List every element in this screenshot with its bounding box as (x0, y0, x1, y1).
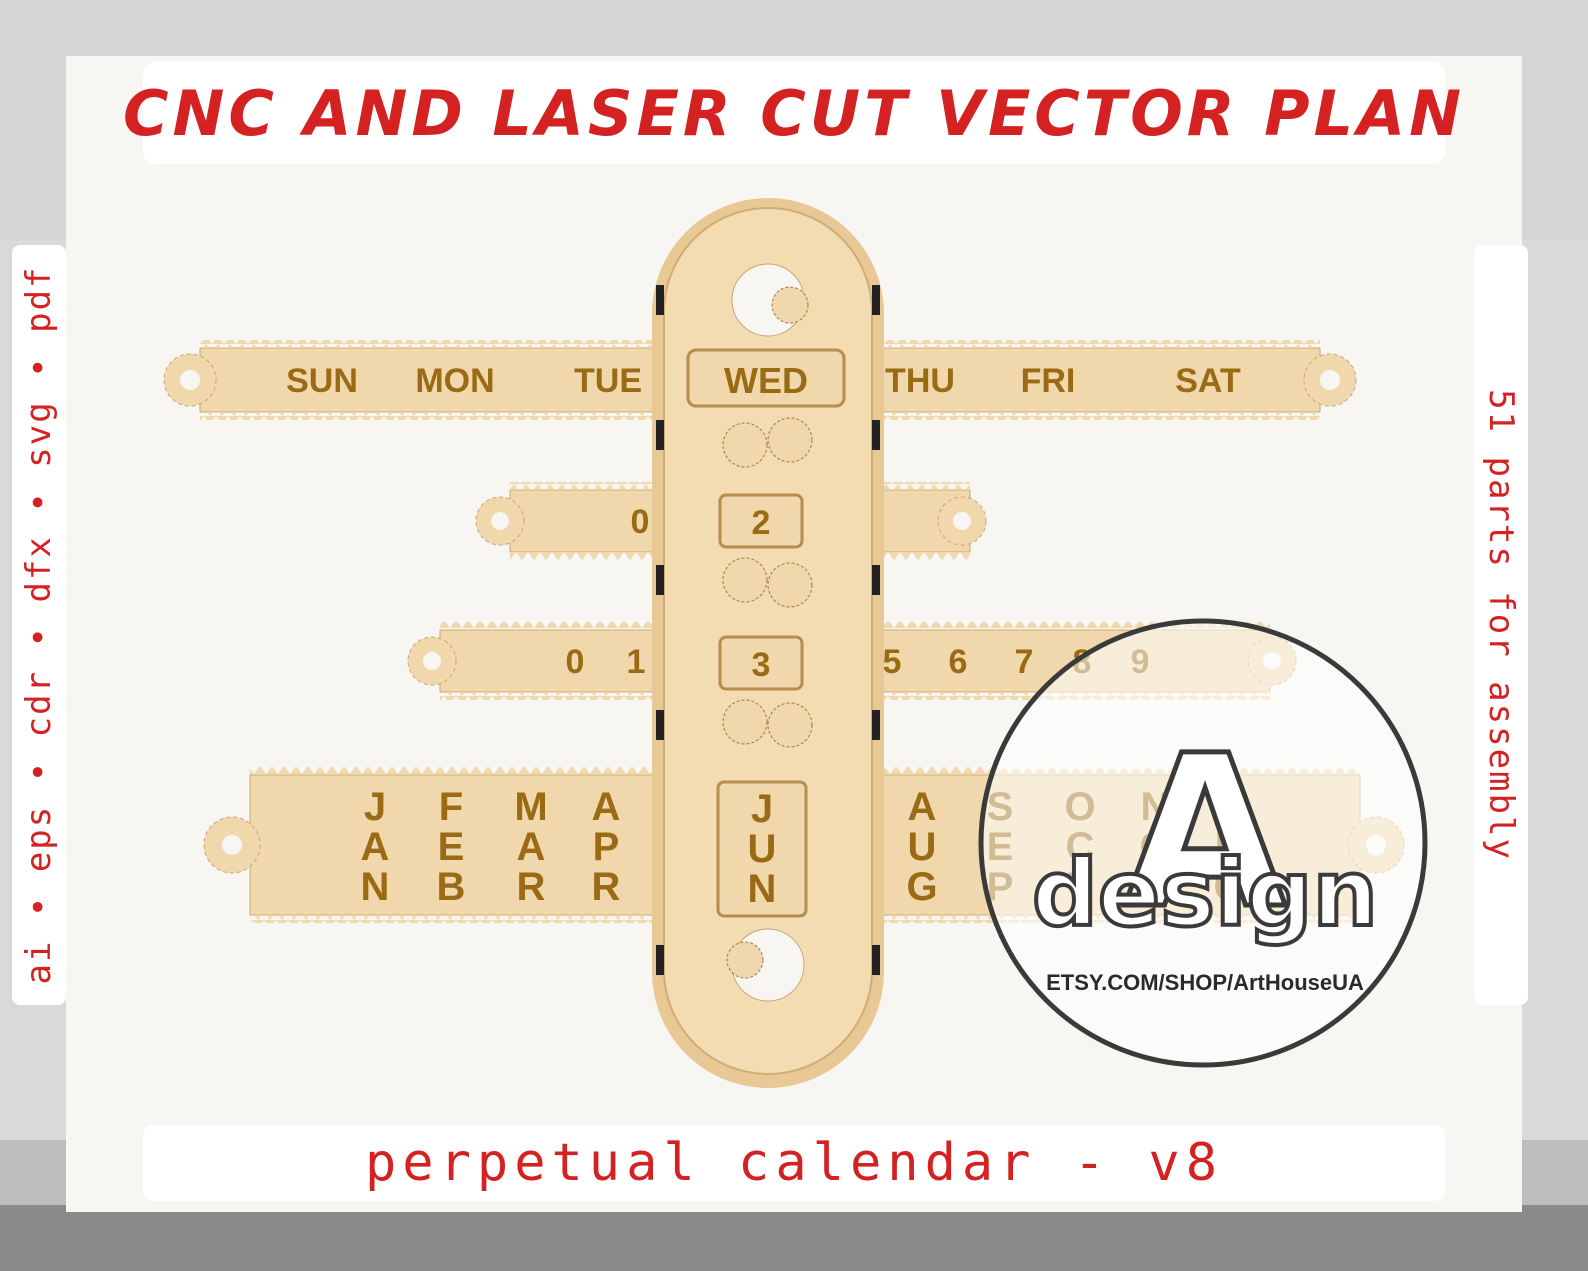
units-digit: 5 (883, 643, 902, 681)
day-label-sat: SAT (1175, 362, 1241, 400)
month-labels-left: J A N F E B M A R A P R (361, 785, 621, 909)
units-digit: 0 (566, 643, 585, 681)
units-digit: 1 (627, 643, 646, 681)
day-label-tue: TUE (574, 362, 642, 400)
day-label-sun: SUN (286, 362, 358, 400)
units-digit: 7 (1015, 643, 1034, 681)
title-panel: CNC AND LASER CUT VECTOR PLAN (123, 62, 1461, 164)
selected-tens: 2 (752, 504, 771, 542)
month-letter: G (906, 865, 937, 909)
month-letter: E (438, 825, 465, 869)
selected-month-letter: N (748, 867, 777, 911)
watermark-letter: A (1124, 710, 1287, 955)
month-letter: B (437, 865, 466, 909)
month-letter: N (361, 865, 390, 909)
watermark-logo: A design ETSY.COM/SHOP/ArtHouseUA (978, 618, 1428, 1068)
page-title: CNC AND LASER CUT VECTOR PLAN (123, 76, 1465, 150)
month-letter: R (592, 865, 621, 909)
month-letter: A (908, 785, 937, 829)
background-bottom (0, 1205, 1588, 1271)
month-letter: R (517, 865, 546, 909)
month-letter: P (593, 825, 620, 869)
gear-icon (722, 557, 768, 603)
parts-panel: 51 parts for assembly (1474, 245, 1528, 1005)
product-subtitle: perpetual calendar - v8 (364, 1133, 1224, 1193)
calendar-holder: WED 2 3 J U N (652, 198, 884, 1088)
gear-icon (767, 417, 813, 463)
day-label-fri: FRI (1021, 362, 1076, 400)
formats-panel: ai • eps • cdr • dfx • svg • pdf (12, 245, 66, 1005)
tens-digit: 0 (631, 503, 650, 541)
month-letter: A (592, 785, 621, 829)
selected-day: WED (724, 360, 808, 401)
day-label-thu: THU (885, 362, 955, 400)
selected-units: 3 (752, 646, 771, 684)
gear-icon (767, 562, 813, 608)
month-letter: F (439, 785, 463, 829)
tens-labels: 0 (631, 503, 650, 541)
gear-icon (722, 699, 768, 745)
gear-icon (722, 422, 768, 468)
month-letter: U (908, 825, 937, 869)
watermark-word: design (1032, 840, 1378, 947)
selected-month-letter: J (751, 787, 773, 831)
month-letter: M (514, 785, 547, 829)
gear-icon (767, 702, 813, 748)
month-letter: A (361, 825, 390, 869)
month-letter: J (364, 785, 386, 829)
selected-month-letter: U (748, 827, 777, 871)
day-label-mon: MON (415, 362, 494, 400)
month-letter: A (517, 825, 546, 869)
watermark-url: ETSY.COM/SHOP/ArtHouseUA (1046, 970, 1364, 995)
day-labels: SUN MON TUE THU FRI SAT (286, 362, 1241, 400)
footer-panel: perpetual calendar - v8 (143, 1125, 1445, 1201)
units-digit: 6 (949, 643, 968, 681)
